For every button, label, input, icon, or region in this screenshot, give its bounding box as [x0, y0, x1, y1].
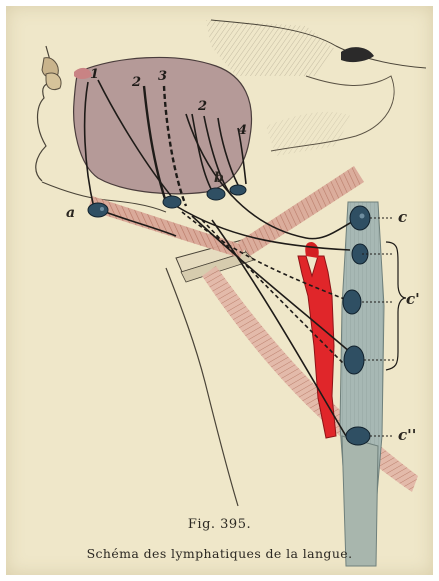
node-cp2 [344, 346, 364, 374]
label-2: 2 [131, 75, 141, 90]
node-c [350, 206, 370, 230]
node-c-upper [352, 244, 368, 264]
label-1: 1 [90, 67, 99, 82]
figure-number: Fig. 395. [6, 517, 433, 532]
brace-c-prime [386, 242, 406, 370]
muscle-stylohyoid [238, 166, 364, 256]
jaw-shading [266, 112, 351, 156]
node-cp1 [343, 290, 361, 314]
label-c-prime: c' [406, 290, 420, 308]
lymphatics-diagram: a b c c' c'' 1 2 3 2 4 [6, 6, 433, 575]
illustration-plate: a b c c' c'' 1 2 3 2 4 Fig. 395. Schéma … [6, 6, 433, 575]
node-b2 [207, 188, 225, 200]
node-a [88, 203, 108, 217]
label-c-double-prime: c'' [398, 426, 416, 444]
node-cpp [346, 427, 370, 445]
skull-hatching [206, 20, 336, 76]
lower-lip [46, 73, 61, 90]
carotid-branch [305, 242, 319, 258]
node-b3 [230, 185, 246, 195]
label-b: b [214, 170, 224, 186]
figure-caption: Schéma des lymphatiques de la langue. [6, 546, 433, 561]
label-3: 3 [158, 69, 167, 84]
node-b1 [163, 196, 181, 208]
cavity-shape [341, 47, 374, 62]
label-2b: 2 [197, 99, 207, 114]
label-c: c [398, 208, 407, 226]
label-4: 4 [238, 123, 247, 138]
label-a: a [66, 205, 75, 221]
